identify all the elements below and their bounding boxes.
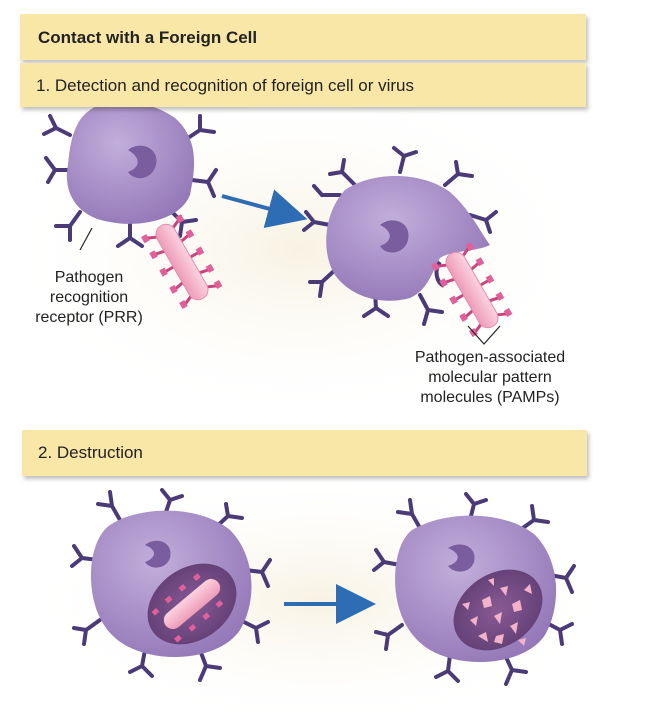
pamp-label: Pathogen-associated molecular pattern mo… [380, 348, 600, 408]
title-banner: Contact with a Foreign Cell [20, 14, 586, 60]
macrophage-cell-2 [302, 146, 498, 326]
step1-heading: 1. Detection and recognition of foreign … [36, 76, 414, 95]
step2-banner: 2. Destruction [22, 430, 587, 476]
prr-label-line: receptor (PRR) [35, 309, 143, 326]
macrophage-cell-4 [372, 492, 576, 686]
bacterium-2 [431, 242, 513, 338]
phagosome-2 [453, 569, 543, 651]
prr-label-line: recognition [49, 289, 129, 306]
title-text: Contact with a Foreign Cell [38, 28, 258, 47]
pamp-pointer [467, 325, 501, 345]
prr-label: Pathogen recognition receptor (PRR) [18, 268, 160, 328]
bacterial-fragments [462, 578, 532, 646]
step1-banner: 1. Detection and recognition of foreign … [20, 63, 586, 107]
step2-heading: 2. Destruction [38, 443, 143, 462]
prr-pointer [79, 227, 93, 251]
prr-label-line: Pathogen [54, 269, 124, 286]
arrow-1 [221, 189, 308, 229]
bacterium-1 [141, 214, 223, 310]
bacterium-3 [151, 573, 224, 643]
pamp-label-line: molecular pattern [428, 369, 552, 386]
pamp-label-line: molecules (PAMPs) [420, 389, 560, 406]
pamp-label-line: Pathogen-associated [414, 349, 566, 366]
